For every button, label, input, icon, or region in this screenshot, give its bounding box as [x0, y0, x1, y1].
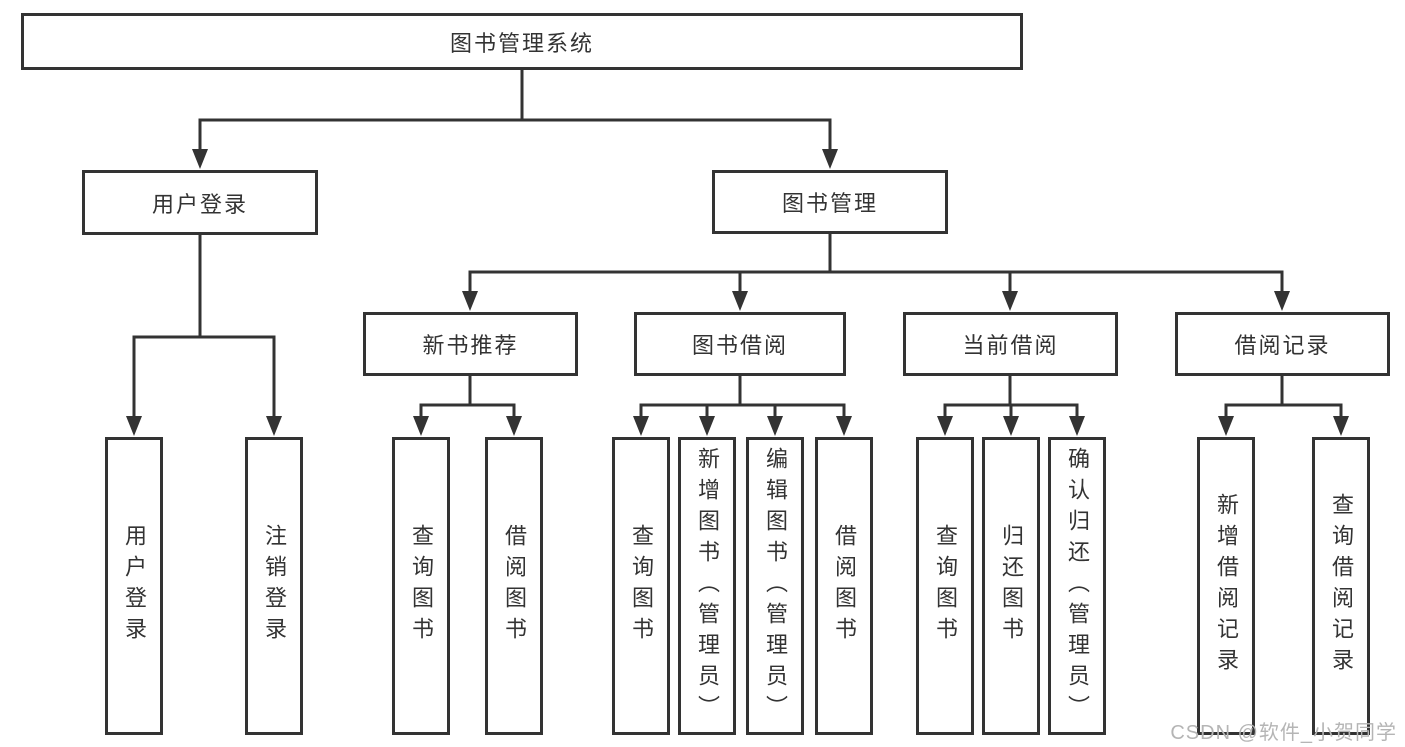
- leaf-user-logout-label: 注销登录: [262, 524, 287, 648]
- leaf-borrow-query-books: 查询图书: [612, 437, 670, 735]
- connector-root-to-level1: [198, 70, 832, 151]
- node-library-system: 图书管理系统: [21, 13, 1023, 70]
- leaf-current-return-books: 归还图书: [982, 437, 1040, 735]
- node-book-management-label: 图书管理: [781, 191, 878, 216]
- connector-management-to-level2: [468, 233, 1284, 293]
- leaf-records-add-record: 新增借阅记录: [1197, 437, 1255, 735]
- node-new-book-recommend-label: 新书推荐: [422, 333, 519, 358]
- leaf-borrow-add-books-admin: 新增图书（管理员）: [678, 437, 736, 735]
- leaf-borrow-query-books-label: 查询图书: [629, 524, 654, 648]
- node-borrow-records: 借阅记录: [1175, 312, 1390, 376]
- leaf-current-return-books-label: 归还图书: [999, 524, 1024, 648]
- node-current-borrow: 当前借阅: [903, 312, 1118, 376]
- leaf-borrow-borrow-books-label: 借阅图书: [832, 524, 857, 648]
- connector-login-to-leaves: [132, 235, 276, 418]
- node-book-borrow-label: 图书借阅: [691, 333, 788, 358]
- node-borrow-records-label: 借阅记录: [1234, 333, 1331, 358]
- connector-borrow-to-leaves: [639, 376, 846, 418]
- leaf-records-add-record-label: 新增借阅记录: [1214, 493, 1239, 679]
- connector-recommend-to-leaves: [419, 376, 516, 418]
- connector-records-to-leaves: [1224, 376, 1343, 418]
- node-new-book-recommend: 新书推荐: [363, 312, 578, 376]
- leaf-records-query-record-label: 查询借阅记录: [1329, 493, 1354, 679]
- node-library-system-label: 图书管理系统: [449, 30, 594, 56]
- leaf-user-login-label: 用户登录: [122, 524, 147, 648]
- leaf-recommend-borrow-books: 借阅图书: [485, 437, 543, 735]
- csdn-watermark: CSDN @软件_小贺同学: [1170, 722, 1397, 744]
- connector-current-to-leaves: [943, 376, 1079, 418]
- node-current-borrow-label: 当前借阅: [962, 333, 1059, 358]
- node-user-login: 用户登录: [82, 170, 318, 235]
- node-book-management: 图书管理: [712, 170, 948, 234]
- leaf-recommend-borrow-books-label: 借阅图书: [502, 524, 527, 648]
- leaf-borrow-edit-books-admin: 编辑图书（管理员）: [746, 437, 804, 735]
- leaf-borrow-borrow-books: 借阅图书: [815, 437, 873, 735]
- leaf-current-confirm-return-admin: 确认归还（管理员）: [1048, 437, 1106, 735]
- leaf-current-query-books-label: 查询图书: [933, 524, 958, 648]
- leaf-current-query-books: 查询图书: [916, 437, 974, 735]
- leaf-user-login: 用户登录: [105, 437, 163, 735]
- arrowheads: [126, 149, 1349, 436]
- node-book-borrow: 图书借阅: [634, 312, 846, 376]
- leaf-current-confirm-return-admin-label: 确认归还（管理员）: [1065, 446, 1090, 726]
- leaf-recommend-query-books-label: 查询图书: [409, 524, 434, 648]
- leaf-recommend-query-books: 查询图书: [392, 437, 450, 735]
- node-user-login-label: 用户登录: [151, 191, 248, 217]
- leaf-borrow-add-books-admin-label: 新增图书（管理员）: [695, 446, 720, 726]
- leaf-user-logout: 注销登录: [245, 437, 303, 735]
- leaf-records-query-record: 查询借阅记录: [1312, 437, 1370, 735]
- leaf-borrow-edit-books-admin-label: 编辑图书（管理员）: [763, 446, 788, 726]
